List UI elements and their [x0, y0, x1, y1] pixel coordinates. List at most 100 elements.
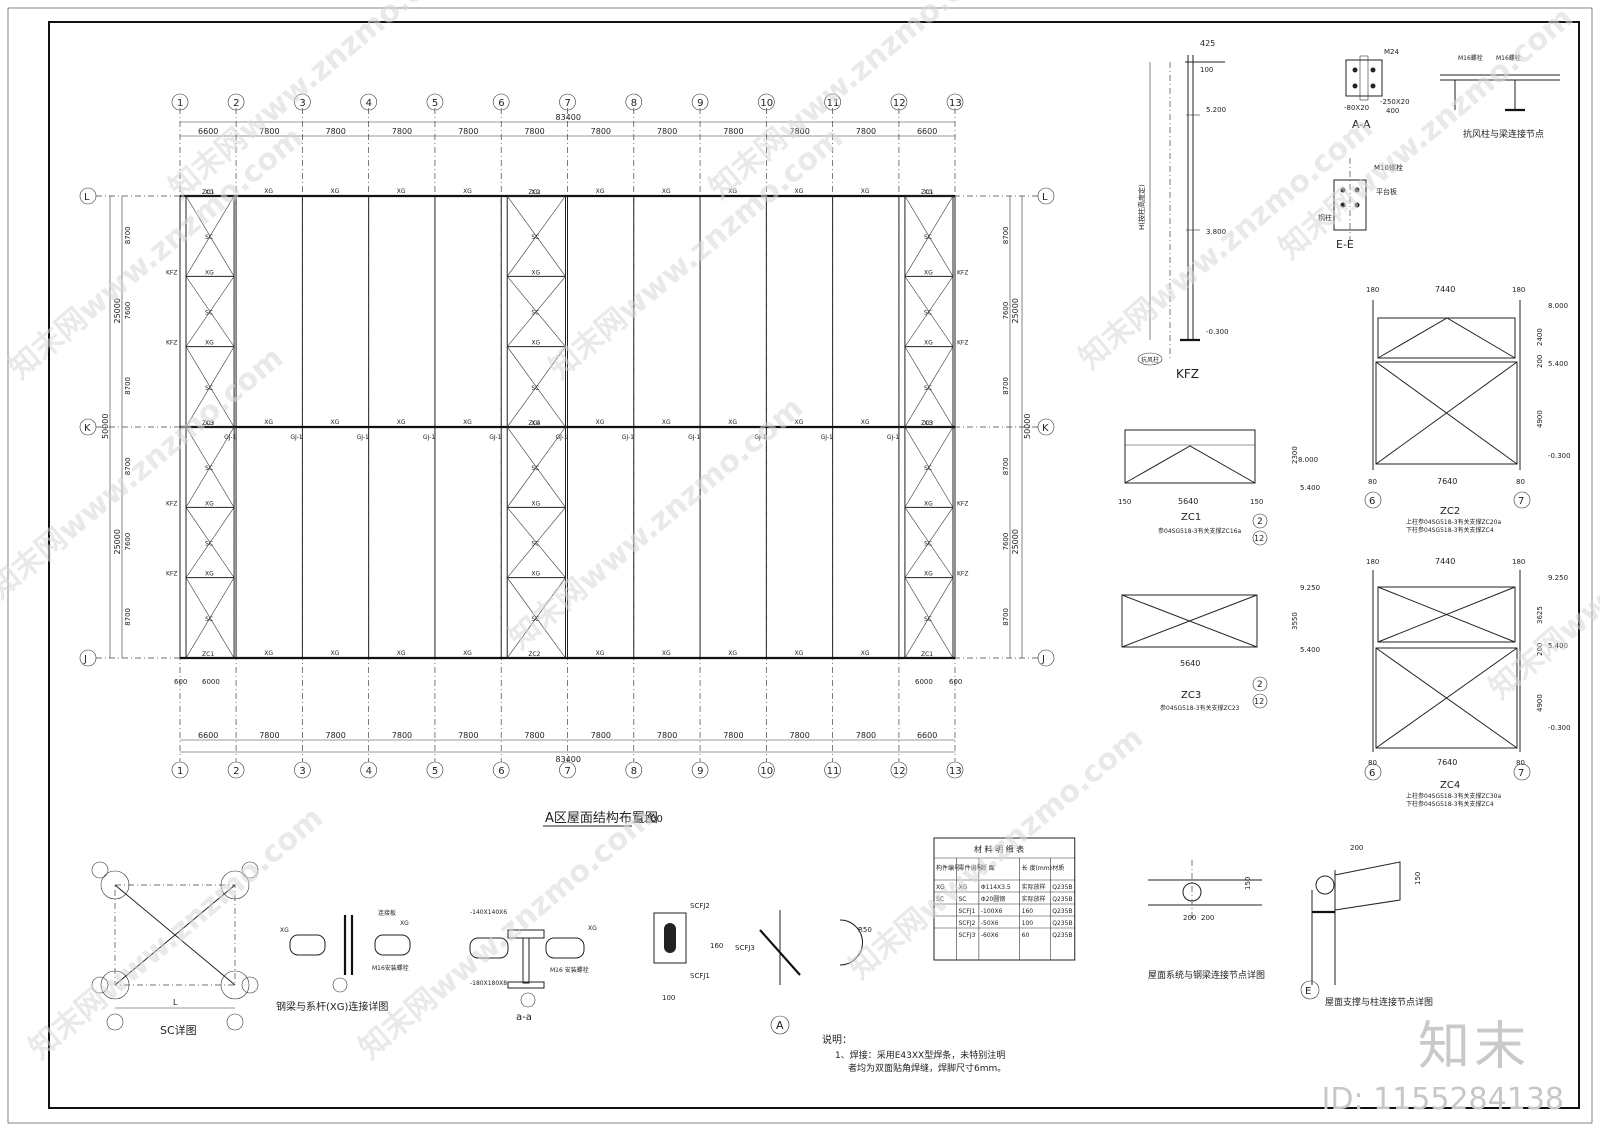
bay-diagonal	[904, 276, 954, 347]
axis-bubble-9	[691, 761, 709, 779]
dim-span: 7800	[657, 127, 677, 136]
table-cell: 实际放样	[1022, 883, 1046, 891]
kfz-title: KFZ	[1176, 367, 1199, 381]
ee-column: 钢柱	[1318, 213, 1332, 222]
gj-label: GJ-1	[887, 434, 899, 441]
zc2-elev-1: 8.000	[1548, 302, 1568, 310]
axis-bubble-7	[559, 93, 576, 111]
axis-bubble-6	[492, 761, 510, 779]
axis-label-5: 5	[432, 766, 438, 777]
table-cell: XG	[958, 884, 967, 891]
dim-span: 7800	[392, 127, 412, 136]
aa-detail-title: a-a	[516, 1012, 532, 1023]
axis-bubble-9	[691, 93, 709, 111]
axis-label-9: 9	[697, 98, 703, 109]
axis-bubble-4	[360, 761, 377, 779]
scfj3: SCFJ3	[735, 944, 755, 952]
axis-bubble-8	[625, 93, 643, 111]
dim-span: 7800	[723, 127, 743, 136]
axis-label-1: 1	[177, 766, 183, 777]
table-cell: -100X6	[981, 908, 1003, 915]
dim-inner-y: 8700	[1002, 457, 1010, 475]
axis-label-3: 3	[299, 766, 305, 777]
xg-label: XG	[331, 188, 340, 195]
wind-node-title: 抗风柱与梁连接节点	[1463, 128, 1544, 140]
zc2-elevation: 7440 7640 180 180 80 80 2400 200 4900 8.…	[1364, 285, 1571, 534]
xg-label-2: XG	[400, 920, 409, 927]
axis-label-6: 6	[498, 766, 504, 777]
zc2-h1: 2400	[1536, 328, 1544, 346]
dim-total-x: 83400	[556, 113, 581, 122]
xg-connection-detail: XG XG 连接板 M16安装螺栓 钢梁与系杆(XG)连接详图	[276, 909, 411, 1013]
bay-diagonal	[185, 346, 235, 428]
brand-watermark: 知末	[1417, 1017, 1530, 1077]
wind-column-node: M16螺栓 M16螺栓 抗风柱与梁连接节点	[1440, 54, 1560, 140]
notes-line-2: 者均为双面贴角焊缝，焊脚尺寸6mm。	[848, 1062, 1006, 1074]
table-cell: XG	[936, 884, 945, 891]
table-cell: 实际放样	[1022, 895, 1046, 903]
axis-bubble-7	[559, 761, 576, 779]
dim-span: 6600	[917, 127, 937, 136]
zc3-axis-1: 2	[1257, 680, 1263, 690]
roof-plan: SCXGSCXGSCXGSCXGSCXGSCXGSCXGSCXGSCXGSCXG…	[79, 93, 1055, 779]
axis-bubble-K	[79, 418, 97, 436]
brace-dim-1: 200	[1350, 844, 1363, 852]
axis-label-8: 8	[631, 98, 637, 109]
notes-title: 说明：	[822, 1033, 852, 1046]
axis-label-4: 4	[366, 98, 372, 109]
sc-label: SC	[205, 234, 213, 241]
xg-label: XG	[205, 269, 214, 276]
axis-label-13: 13	[949, 98, 962, 109]
dim-span: 7800	[458, 731, 478, 740]
sc-label: SC	[924, 465, 932, 472]
plan-scale: 1:200	[634, 814, 663, 825]
dim-span: 6600	[917, 731, 937, 740]
dim-span: 7800	[326, 127, 346, 136]
zc2-end-4: 80	[1516, 478, 1525, 486]
kfz-label: KFZ	[957, 500, 969, 507]
table-header: 材质	[1052, 864, 1064, 872]
table-header: 断 面	[981, 864, 995, 872]
axis-bubble-3	[294, 93, 311, 111]
axis-label-K: K	[84, 423, 91, 434]
gj-label: GJ-1	[821, 434, 833, 441]
xg-label: XG	[662, 419, 671, 426]
sc-label: SC	[924, 234, 932, 241]
zc3-elev-bot: 5.400	[1300, 646, 1320, 654]
xg-label: XG	[924, 269, 933, 276]
xg-label: XG	[924, 500, 933, 507]
dim-total-y: 50000	[101, 414, 110, 439]
axis-label-6: 6	[498, 98, 504, 109]
kfz-axis-label: 抗风柱	[1141, 356, 1159, 364]
aa-xg: XG	[588, 925, 597, 932]
xg-label: XG	[205, 500, 214, 507]
xg-label: XG	[264, 419, 273, 426]
dim-span: 7800	[856, 127, 876, 136]
dim-end: 600	[949, 678, 962, 686]
svg-text:M16螺栓: M16螺栓	[1496, 54, 1521, 62]
xg-label: XG	[662, 188, 671, 195]
zc3-note: 参04SG518-3有关支撑ZC23	[1160, 704, 1240, 712]
zc4-title: ZC4	[1440, 780, 1460, 791]
axis-bubble-1	[171, 93, 189, 111]
axis-bubble-L	[1037, 187, 1055, 205]
sc-label: SC	[205, 541, 213, 548]
zc3-h: 3550	[1291, 612, 1299, 630]
bay-diagonal	[185, 507, 235, 578]
sc-label: SC	[924, 541, 932, 548]
zc-label: ZC1	[921, 651, 933, 658]
dim-end: 6000	[202, 678, 220, 686]
zc1-h: 2300	[1291, 446, 1299, 464]
dim-span: 7800	[723, 731, 743, 740]
axis-label-13: 13	[949, 766, 962, 777]
brace-node-title: 屋面支撑与柱连接节点详图	[1325, 996, 1433, 1008]
dim-span: 7800	[326, 731, 346, 740]
zc-label: ZC1	[202, 651, 214, 658]
zc4-end-3: 80	[1368, 759, 1377, 767]
zc2-end-2: 180	[1512, 286, 1525, 294]
brace-dim-2: 150	[1414, 872, 1422, 885]
brace-axis: E	[1305, 986, 1311, 997]
kfz-label: KFZ	[166, 269, 178, 276]
axis-label-10: 10	[760, 766, 773, 777]
